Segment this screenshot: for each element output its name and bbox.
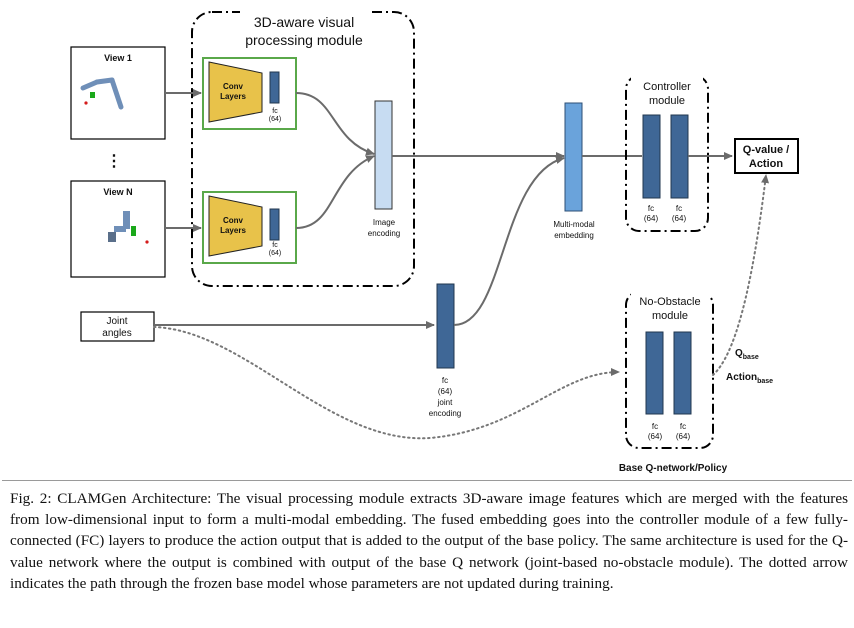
fc-bottom-size: (64) xyxy=(269,250,281,257)
joint-encoding-label-line1: joint xyxy=(437,398,453,407)
robot-arm-view-1-image xyxy=(80,77,124,110)
controller-fc1-size: (64) xyxy=(644,214,659,223)
q-base-sub: base xyxy=(743,354,759,361)
base-network-label: Base Q-network/Policy xyxy=(619,463,728,474)
controller-module: Controller module fc (64) fc (64) xyxy=(625,75,709,232)
caption-divider xyxy=(2,480,852,481)
base-fc1-label: fc xyxy=(652,422,658,431)
q-base-main: Q xyxy=(735,348,743,359)
view-n-panel: View N xyxy=(70,180,166,278)
action-base-sub: base xyxy=(757,378,773,385)
visual-module-title-line1: 3D-aware visual xyxy=(254,14,354,30)
joint-encoding-label-line2: encoding xyxy=(429,409,461,418)
visual-processing-module: 3D-aware visual processing module Conv L… xyxy=(191,11,415,287)
action-base-label: Actionbase xyxy=(726,372,773,385)
conv-top-label-line1: Conv xyxy=(223,82,244,91)
arrow-fc-bottom-to-image-encoding xyxy=(295,155,375,229)
fc-bottom-label: fc xyxy=(272,242,278,249)
base-title-line2: module xyxy=(652,310,688,322)
base-fc-layer-1 xyxy=(645,331,664,415)
embedding-label-line1: Multi-modal xyxy=(553,220,595,229)
output-box xyxy=(734,138,799,174)
multimodal-embedding-layer xyxy=(564,102,583,212)
base-title-line1: No-Obstacle xyxy=(639,296,700,308)
base-fc1-size: (64) xyxy=(648,432,663,441)
conv-layers-bottom xyxy=(208,195,263,257)
views-ellipsis: ⋮ xyxy=(106,153,122,170)
conv-top-label-line2: Layers xyxy=(220,92,246,101)
base-fc-layer-2 xyxy=(673,331,692,415)
embedding-label-line2: embedding xyxy=(554,231,594,240)
controller-fc1-label: fc xyxy=(648,204,654,213)
conv-layers-top xyxy=(208,61,263,123)
view-n-label: View N xyxy=(103,187,132,197)
joint-fc-size: (64) xyxy=(438,387,453,396)
controller-fc2-label: fc xyxy=(676,204,682,213)
image-encoding-label-line1: Image xyxy=(373,218,396,227)
fc-layer-bottom xyxy=(269,208,280,241)
fc-layer-top xyxy=(269,71,280,104)
joint-fc-label: fc xyxy=(442,376,448,385)
base-fc2-label: fc xyxy=(680,422,686,431)
controller-fc2-size: (64) xyxy=(672,214,687,223)
fc-top-size: (64) xyxy=(269,116,281,123)
view-1-panel: View 1 xyxy=(70,46,166,140)
controller-fc-layer-1 xyxy=(642,114,661,199)
action-base-main: Action xyxy=(726,372,757,383)
conv-bottom-label-line2: Layers xyxy=(220,226,246,235)
image-encoding-label-line2: encoding xyxy=(368,229,400,238)
q-base-label: Qbase xyxy=(735,348,759,361)
robot-arm-view-n-image xyxy=(108,211,149,244)
joint-fc-layer xyxy=(436,283,455,369)
figure-caption: Fig. 2: CLAMGen Architecture: The visual… xyxy=(10,490,848,592)
base-fc2-size: (64) xyxy=(676,432,691,441)
fc-top-label: fc xyxy=(272,108,278,115)
conv-bottom-label-line1: Conv xyxy=(223,216,244,225)
controller-fc-layer-2 xyxy=(670,114,689,199)
joint-angles-label-line2: angles xyxy=(102,328,131,339)
no-obstacle-module: No-Obstacle module fc (64) fc (64) xyxy=(625,291,714,449)
view-1-label: View 1 xyxy=(104,53,132,63)
architecture-diagram: View 1 ⋮ View N 3D-aware visual processi… xyxy=(70,11,799,474)
arrow-fc-top-to-image-encoding xyxy=(295,92,375,156)
output-label-line1: Q-value / xyxy=(743,144,789,156)
dotted-arrow-base-to-output xyxy=(712,174,770,376)
arrow-joint-encoding-to-embedding xyxy=(453,156,565,326)
visual-module-title-line2: processing module xyxy=(245,32,363,48)
controller-title-line1: Controller xyxy=(643,81,691,93)
controller-title-line2: module xyxy=(649,95,685,107)
dotted-arrow-joint-to-base xyxy=(153,326,620,440)
joint-angles-label-line1: Joint xyxy=(106,316,127,327)
output-label-line2: Action xyxy=(749,158,784,170)
image-encoding-layer xyxy=(374,100,393,210)
